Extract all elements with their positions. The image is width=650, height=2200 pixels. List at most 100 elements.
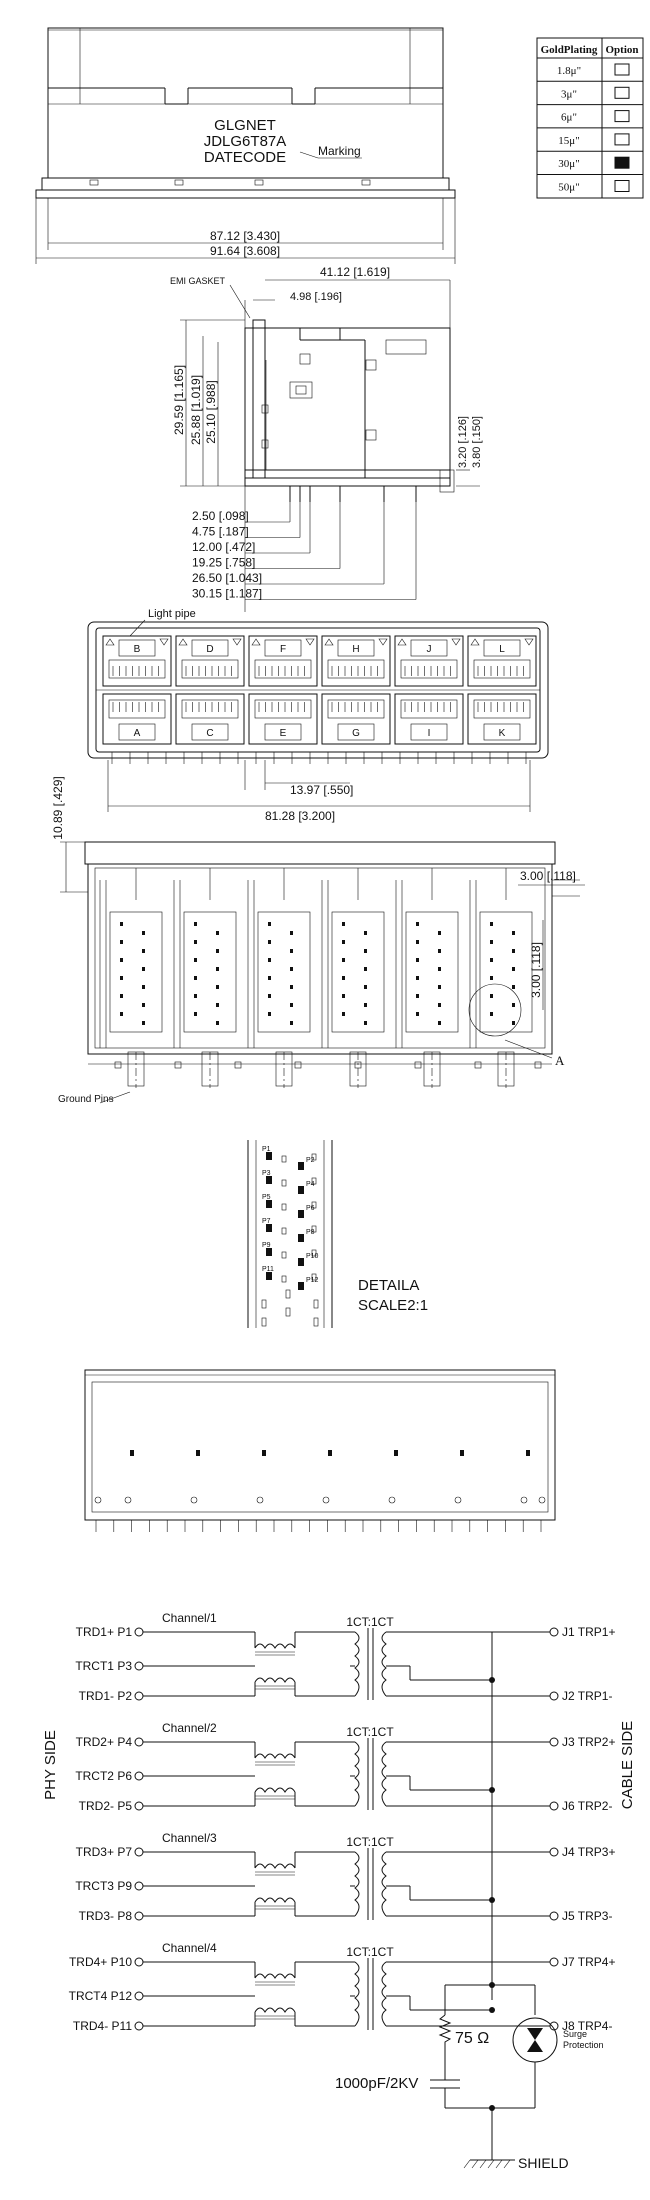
port-label: K: [499, 728, 506, 739]
emi-gasket-label: EMI GASKET: [170, 276, 226, 286]
ground-pins-label: Ground Pins: [58, 1094, 114, 1105]
dim-side-bottom: 2.50 [.098]: [192, 509, 249, 523]
cable-pin-label: J1 TRP1+: [562, 1625, 615, 1639]
rj45-port-top: [467, 635, 537, 687]
channel-name: Channel/2: [162, 1721, 217, 1735]
cable-pin-label: J6 TRP2-: [562, 1799, 612, 1813]
port-label: H: [352, 644, 359, 655]
rj45-port-bottom: [394, 693, 464, 745]
option-checkbox: [614, 63, 630, 76]
part-number-text: JDLG6T87A: [204, 133, 287, 150]
shield-label: SHIELD: [518, 2155, 569, 2171]
channel-name: Channel/3: [162, 1831, 217, 1845]
pin-label: P10: [306, 1253, 319, 1260]
phy-pin-label: TRD4- P11: [73, 2019, 132, 2033]
marking-label: Marking: [318, 144, 361, 158]
channel-block: Channel/2 1CT:1CT TRD2+ P4 TRCT2 P6 TRD2- P5…: [75, 1721, 615, 1813]
cable-pin-label: J8 TRP4-: [562, 2019, 612, 2033]
cable-pin-label: J5 TRP3-: [562, 1909, 612, 1923]
pin-label: P4: [306, 1181, 315, 1188]
ratio-label: 1CT:1CT: [346, 1945, 394, 1959]
dim-side-bottom: 30.15 [1.187]: [192, 587, 262, 601]
rj45-port-top: [102, 635, 172, 687]
cable-pin-label: J2 TRP1-: [562, 1689, 612, 1703]
pin-label: P1: [262, 1146, 271, 1153]
dim-bottom-r2: 3.00 [.118]: [529, 942, 543, 998]
dim-r-3-80: 3.80 [.150]: [471, 416, 483, 468]
detail-marker: A: [555, 1053, 565, 1068]
pin-label: P5: [262, 1194, 271, 1201]
dim-height-25-88: 25.88 [1.019]: [189, 375, 203, 445]
phy-pin-label: TRCT2 P6: [75, 1769, 132, 1783]
dim-side-bottom: 19.25 [.758]: [192, 556, 255, 570]
plating-value: 50μ": [558, 182, 579, 194]
front-view: GLGNET JDLG6T87A DATECODE Marking 87.12 …: [35, 27, 456, 264]
port-label: B: [134, 644, 141, 655]
side-view: EMI GASKET 41.12 [1.619] 4.98 [.196]: [170, 265, 483, 612]
port-label: G: [352, 728, 360, 739]
phy-pin-label: TRCT4 P12: [69, 1989, 133, 2003]
phy-pin-label: TRCT3 P9: [75, 1879, 132, 1893]
phy-pin-label: TRD3+ P7: [76, 1845, 133, 1859]
phy-pin-label: TRCT1 P3: [75, 1659, 132, 1673]
pin-label: P8: [306, 1229, 315, 1236]
rj45-port-top: [321, 635, 391, 687]
phy-pin-label: TRD2+ P4: [76, 1735, 133, 1749]
plating-value: 3μ": [561, 88, 577, 100]
cable-side-label: CABLE SIDE: [619, 1721, 636, 1809]
rj45-port-bottom: [321, 693, 391, 745]
option-checkbox: [614, 133, 630, 146]
port-label: I: [428, 728, 431, 739]
datecode-text: DATECODE: [204, 149, 286, 166]
dim-port-width: 81.28 [3.200]: [265, 809, 335, 823]
table-header-plating: GoldPlating: [541, 44, 598, 56]
plating-value: 6μ": [561, 112, 577, 124]
dim-height-25-10: 25.10 [.988]: [204, 380, 218, 443]
dim-inner-width: 87.12 [3.430]: [210, 229, 280, 243]
surge-label-1: Surge: [563, 2029, 587, 2039]
cable-pin-label: J4 TRP3+: [562, 1845, 615, 1859]
ratio-label: 1CT:1CT: [346, 1725, 394, 1739]
pin-label: P11: [262, 1266, 274, 1273]
pin-label: P3: [262, 1170, 271, 1177]
port-label: L: [499, 644, 505, 655]
light-pipe-label: Light pipe: [148, 608, 196, 620]
gold-plating-table: GoldPlating Option 1.8μ" 3μ" 6μ" 15μ" 30μ" 50…: [536, 37, 644, 199]
dim-side-bottom: 26.50 [1.043]: [192, 571, 262, 585]
detail-scale: SCALE2:1: [358, 1297, 428, 1314]
plating-value: 30μ": [558, 158, 579, 170]
dim-height-29-59: 29.59 [1.165]: [172, 365, 186, 435]
table-header-option: Option: [605, 44, 638, 56]
dim-bottom-r1: 3.00 [.118]: [520, 869, 576, 883]
rj45-port-bottom: [467, 693, 537, 745]
port-label: C: [206, 728, 213, 739]
pin-label: P12: [306, 1277, 319, 1284]
capacitor-label: 1000pF/2KV: [335, 2075, 418, 2092]
pin-label: P7: [262, 1218, 271, 1225]
port-label: D: [206, 644, 213, 655]
plating-value: 15μ": [558, 135, 579, 147]
rj45-port-top: [248, 635, 318, 687]
cable-pin-label: J3 TRP2+: [562, 1735, 615, 1749]
dim-pitch: 13.97 [.550]: [290, 783, 353, 797]
dim-side-bottom: 4.75 [.187]: [192, 525, 249, 539]
pin-label: P2: [306, 1157, 315, 1164]
phy-pin-label: TRD1+ P1: [76, 1625, 133, 1639]
rear-view: [84, 1369, 556, 1532]
brand-text: GLGNET: [214, 117, 276, 134]
ratio-label: 1CT:1CT: [346, 1835, 394, 1849]
rj45-port-top: [175, 635, 245, 687]
channel-name: Channel/4: [162, 1941, 217, 1955]
phy-pin-label: TRD2- P5: [79, 1799, 133, 1813]
rj45-port-bottom: [248, 693, 318, 745]
plating-value: 1.8μ": [557, 65, 581, 77]
port-label: F: [280, 644, 286, 655]
phy-side-label: PHY SIDE: [42, 1730, 59, 1800]
phy-pin-label: TRD1- P2: [79, 1689, 133, 1703]
